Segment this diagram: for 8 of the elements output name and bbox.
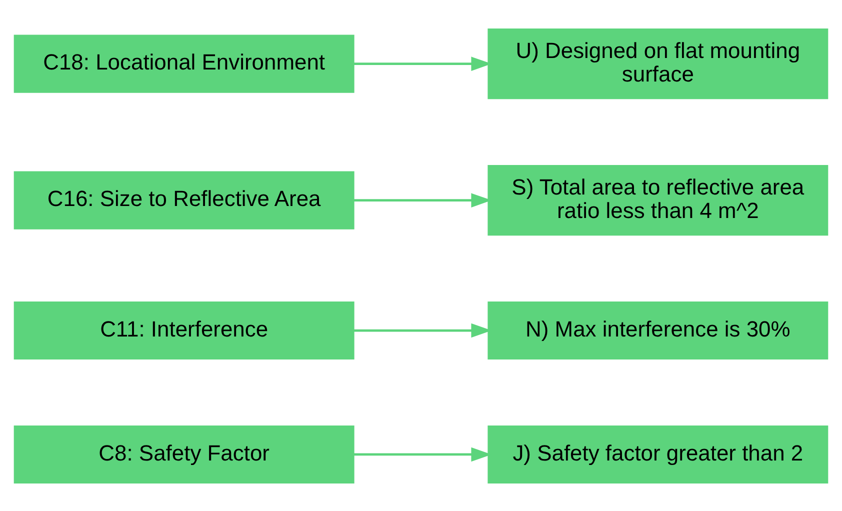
node-box: J) Safety factor greater than 2 bbox=[488, 424, 828, 484]
node-box: C11: Interference bbox=[14, 301, 354, 360]
node-box: N) Max interference is 30% bbox=[488, 301, 828, 360]
node-box: U) Designed on flat mounting surface bbox=[488, 28, 828, 99]
node-box: C8: Safety Factor bbox=[14, 424, 354, 484]
node-box: C16: Size to Reflective Area bbox=[14, 170, 354, 229]
node-box: S) Total area to reflective area ratio less than 4 m^2 bbox=[488, 164, 828, 236]
node-box: C18: Locational Environment bbox=[14, 34, 354, 92]
